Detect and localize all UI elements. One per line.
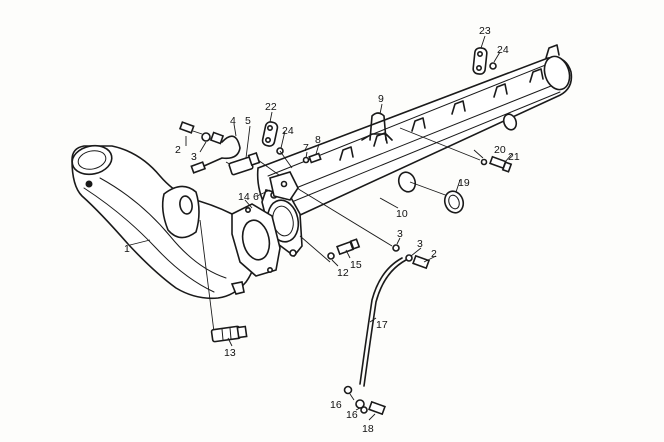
callout-1: 1	[124, 243, 130, 255]
callout-9: 9	[378, 93, 384, 105]
bracket-22	[261, 121, 293, 169]
callout-7: 7	[303, 142, 309, 154]
intake-elbow	[71, 144, 257, 300]
callout-24-right: 24	[497, 44, 509, 56]
callout-leaders	[129, 35, 513, 421]
bolt-20-21	[399, 127, 513, 173]
callout-10: 10	[396, 208, 408, 220]
callout-21: 21	[508, 151, 520, 163]
clamp-9	[361, 112, 393, 141]
bolt-12-15	[299, 235, 361, 263]
callout-5: 5	[245, 115, 251, 127]
callout-23: 23	[479, 25, 491, 37]
callout-3: 3	[191, 151, 197, 163]
callout-18: 18	[362, 423, 374, 435]
callout-15: 15	[350, 259, 362, 271]
gasket	[231, 203, 281, 277]
callout-17: 17	[376, 319, 388, 331]
sensor-13	[199, 219, 248, 343]
callout-12: 12	[337, 267, 349, 279]
callout-8: 8	[315, 134, 321, 146]
callout-3-right-a: 3	[397, 228, 403, 240]
callout-19: 19	[458, 177, 470, 189]
bracket-23	[472, 47, 497, 75]
callout-6: 6	[253, 191, 259, 203]
callout-3-right-b: 3	[417, 238, 423, 250]
callout-4: 4	[230, 115, 236, 127]
callout-16-right: 16	[346, 409, 358, 421]
callout-16-left: 16	[330, 399, 342, 411]
callout-13: 13	[224, 347, 236, 359]
callout-20: 20	[494, 144, 506, 156]
callout-22: 22	[265, 101, 277, 113]
bolt-7-8	[302, 152, 322, 164]
bracket-6	[269, 171, 299, 201]
callout-labels: 1 2 3 4 5 6 7 8 9 10 12 13 14 15 16 16 1…	[124, 25, 520, 435]
callout-24-left: 24	[282, 125, 294, 137]
callout-2-right: 2	[431, 248, 437, 260]
plug-19	[409, 181, 465, 214]
pipe-17	[299, 189, 430, 416]
fitting-2-3-4	[178, 121, 241, 174]
callout-14: 14	[238, 191, 250, 203]
callout-2: 2	[175, 144, 181, 156]
